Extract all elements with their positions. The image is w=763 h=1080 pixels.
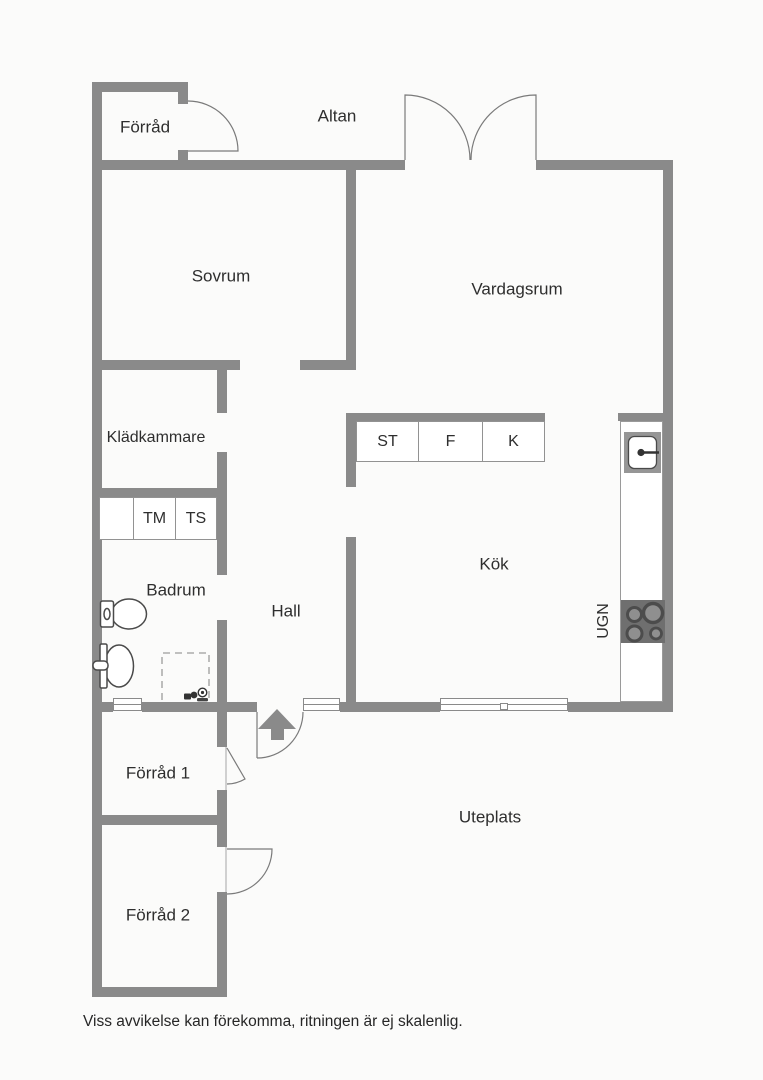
wall — [663, 160, 673, 712]
door-arc-altan-right — [470, 94, 537, 161]
wall — [217, 712, 227, 747]
footer-note: Viss avvikelse kan förekomma, ritningen … — [83, 1013, 463, 1030]
room-label-forrad2: Förråd 2 — [125, 905, 191, 925]
window — [303, 698, 340, 711]
wall — [92, 815, 227, 825]
entrance-arrow-icon — [258, 709, 296, 740]
laundry-empty-cell — [100, 498, 133, 539]
appliance-tm: TM — [133, 498, 175, 539]
appliance-k: K — [482, 422, 544, 461]
door-arc-altan-left — [404, 94, 471, 161]
wall — [102, 360, 240, 370]
wall — [618, 413, 663, 421]
wall — [536, 160, 673, 170]
window — [113, 698, 142, 711]
appliance-label-tm: TM — [142, 509, 167, 527]
window-mullion — [500, 703, 508, 710]
door-arc-forrad-top — [187, 100, 239, 152]
wall — [102, 488, 227, 498]
room-label-badrum: Badrum — [146, 580, 206, 600]
wall — [300, 360, 356, 370]
appliance-label-k: K — [508, 432, 519, 450]
wall — [346, 413, 356, 487]
laundry-row: TM TS — [99, 497, 217, 540]
kitchen-counter — [620, 421, 663, 702]
wall — [217, 370, 227, 413]
room-label-altan: Altan — [317, 106, 357, 126]
wall — [178, 92, 188, 104]
room-label-sovrum: Sovrum — [191, 266, 251, 286]
wall — [568, 702, 673, 712]
wall — [217, 892, 227, 997]
appliance-label-st: ST — [377, 432, 398, 450]
room-label-kladkammare: Klädkammare — [106, 429, 206, 446]
wall — [346, 537, 356, 712]
room-label-uteplats: Uteplats — [458, 807, 522, 827]
door-arc-entrance — [256, 711, 304, 759]
door-arc-forrad1 — [226, 747, 246, 785]
room-label-vardagsrum: Vardagsrum — [471, 279, 563, 299]
appliance-ts: TS — [175, 498, 216, 539]
mixer-icon — [184, 687, 208, 702]
wall — [346, 413, 545, 421]
appliance-label-f: F — [445, 432, 456, 450]
room-label-forrad1: Förråd 1 — [125, 763, 191, 783]
wall — [346, 170, 356, 370]
wall — [92, 82, 102, 997]
wall — [92, 987, 227, 997]
appliance-label-ugn: UGN — [595, 603, 612, 639]
appliance-label-ts: TS — [185, 509, 207, 527]
appliance-f: F — [418, 422, 482, 461]
wall — [217, 620, 227, 712]
kitchen-cabinet-row: ST F K — [356, 421, 545, 462]
wall — [217, 790, 227, 815]
wall — [340, 702, 440, 712]
wall — [217, 825, 227, 847]
wall — [92, 82, 188, 92]
wall — [217, 452, 227, 575]
room-label-kok: Kök — [479, 554, 509, 574]
room-label-hall: Hall — [271, 601, 301, 621]
room-label-forrad-top: Förråd — [119, 117, 171, 137]
wall — [102, 160, 405, 170]
shower-area — [161, 652, 210, 700]
toilet-icon — [99, 598, 148, 630]
wall — [142, 702, 257, 712]
door-arc-forrad2 — [226, 848, 273, 895]
appliance-st: ST — [357, 422, 418, 461]
wall — [102, 702, 113, 712]
